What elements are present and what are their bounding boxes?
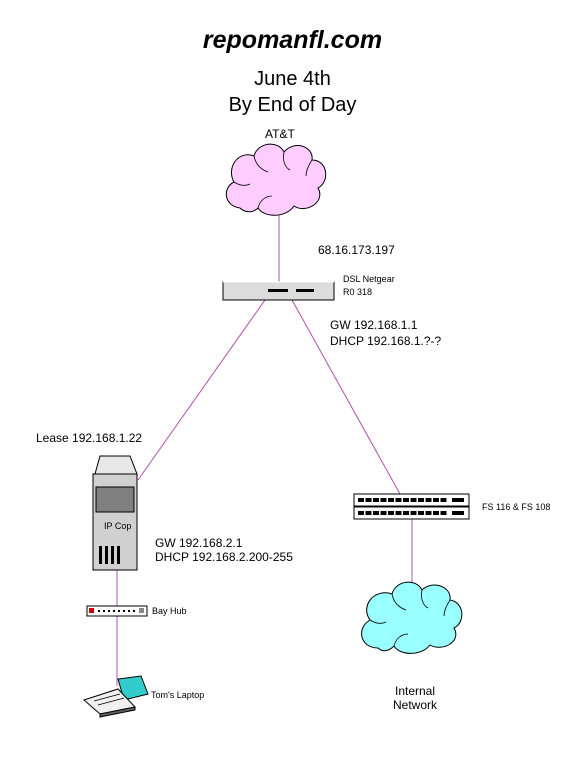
switch-port xyxy=(388,498,394,502)
isp-cloud-label: AT&T xyxy=(265,127,295,141)
switch-port xyxy=(395,498,402,502)
switch-port xyxy=(425,498,432,502)
switch-port xyxy=(410,511,417,515)
link-router-ipcop xyxy=(137,299,266,481)
laptop-icon xyxy=(83,675,149,718)
isp-cloud-icon xyxy=(225,143,327,216)
switch-label: FS 116 & FS 108 xyxy=(482,502,551,512)
router-lan-dhcp: DHCP 192.168.1.?-? xyxy=(330,334,442,348)
links xyxy=(116,213,413,686)
switch-port xyxy=(418,511,424,515)
switch-port xyxy=(433,511,439,515)
internal-cloud-icon xyxy=(361,581,463,654)
router-lan-gateway: GW 192.168.1.1 xyxy=(330,318,418,332)
firewall-gateway: GW 192.168.2.1 xyxy=(155,536,243,550)
laptop-label: Tom's Laptop xyxy=(151,690,205,700)
switch-port xyxy=(433,498,439,502)
switch-port xyxy=(410,498,417,502)
firewall-label: IP Cop xyxy=(104,521,132,531)
switch-port xyxy=(388,511,394,515)
switch-port xyxy=(373,511,379,515)
switch-port xyxy=(440,511,447,515)
switch-port xyxy=(380,511,387,515)
switch-port xyxy=(380,498,387,502)
switch-port xyxy=(365,511,372,515)
switch-port xyxy=(365,498,372,502)
switch-port xyxy=(395,511,402,515)
internal-network-label-line2: Network xyxy=(393,698,438,712)
router-label-model: DSL Netgear xyxy=(343,274,395,284)
switch-port xyxy=(440,498,447,502)
hub-label: Bay Hub xyxy=(152,606,187,616)
switch-port xyxy=(358,498,364,502)
internal-network-label-line1: Internal xyxy=(395,684,436,698)
link-router-switch xyxy=(291,299,401,495)
switch-port xyxy=(425,511,432,515)
switch-icon xyxy=(353,493,470,520)
hub-icon xyxy=(86,605,148,617)
subtitle-date: June 4th xyxy=(254,68,331,90)
subtitle-deadline: By End of Day xyxy=(228,94,357,116)
switch-port xyxy=(418,498,424,502)
diagram-title: repomanfl.com xyxy=(202,26,383,54)
router-wan-ip: 68.16.173.197 xyxy=(318,243,395,257)
switch-status-led xyxy=(452,511,464,515)
router-icon xyxy=(222,281,335,301)
switch-port xyxy=(373,498,379,502)
switch-port xyxy=(403,511,409,515)
switch-port xyxy=(358,511,364,515)
switch-port xyxy=(403,498,409,502)
firewall-dhcp: DHCP 192.168.2.200-255 xyxy=(155,550,293,564)
switch-status-led xyxy=(452,498,464,502)
firewall-lease-ip: Lease 192.168.1.22 xyxy=(36,431,143,445)
router-label-version: R0 318 xyxy=(343,287,373,297)
firewall-pc-icon xyxy=(92,455,138,571)
